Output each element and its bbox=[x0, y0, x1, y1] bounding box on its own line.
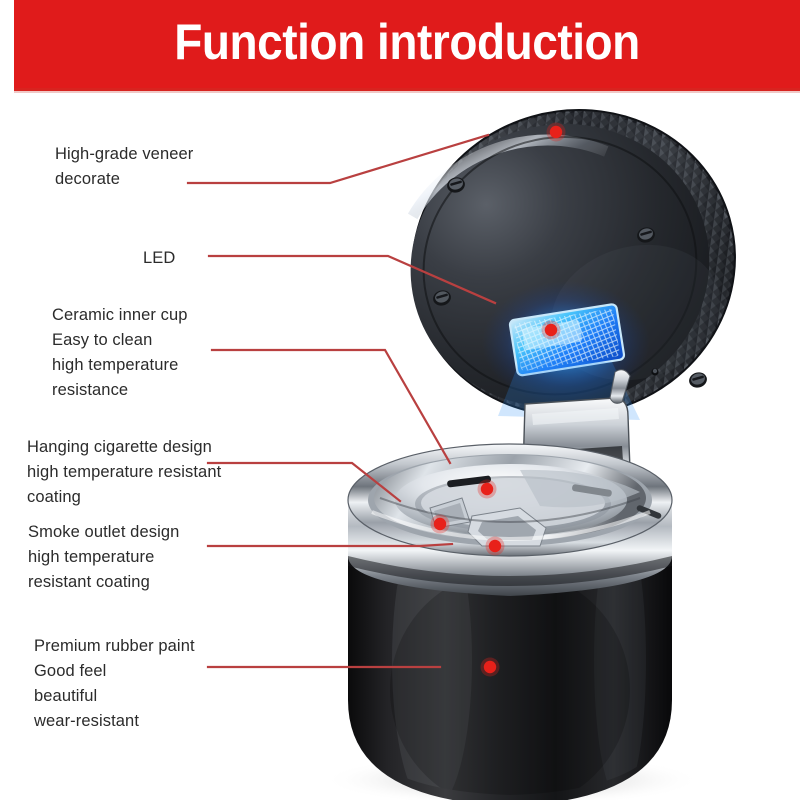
lid-assembly bbox=[407, 109, 736, 420]
header-divider-soft bbox=[14, 91, 800, 93]
callout-ceramic-inner-cup: Ceramic inner cup Easy to clean high tem… bbox=[52, 306, 188, 399]
callout-high-grade-veneer-decorate: High-grade veneer decorate bbox=[55, 145, 194, 188]
callout-smoke-outlet-design: Smoke outlet design high temperature res… bbox=[28, 523, 180, 591]
callout-hanging-cigarette-design: Hanging cigarette design high temperatur… bbox=[27, 438, 222, 506]
page-title: Function introduction bbox=[174, 14, 640, 70]
header-divider bbox=[14, 88, 800, 91]
black-rubber-body bbox=[348, 552, 672, 800]
ashtray-body bbox=[347, 443, 673, 800]
header-banner: Function introduction bbox=[14, 0, 800, 88]
callout-led: LED bbox=[143, 249, 176, 267]
callout-premium-rubber-paint: Premium rubber paint Good feel beautiful… bbox=[34, 637, 195, 730]
